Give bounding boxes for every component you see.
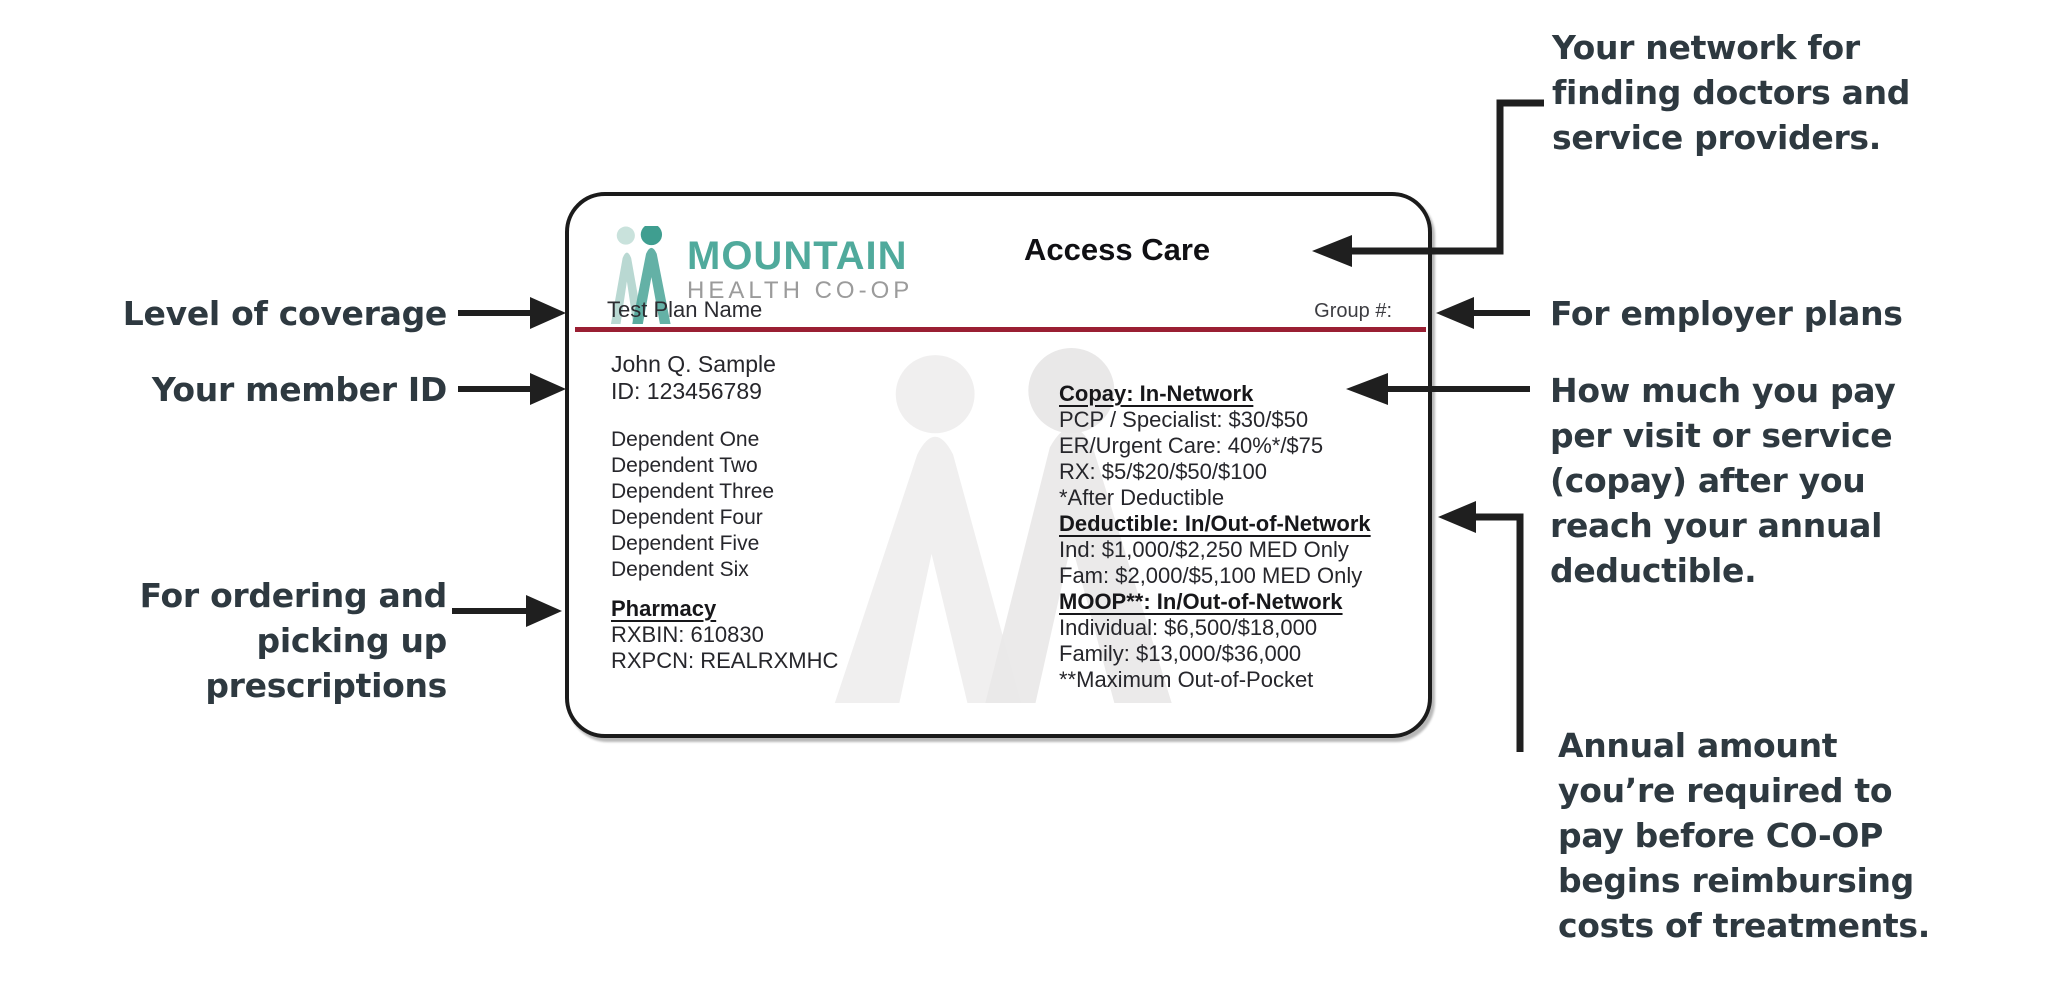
copay-line: *After Deductible (1059, 485, 1225, 510)
arrow-your-member-id (458, 373, 566, 405)
dependent-name: Dependent Four (611, 506, 763, 529)
moop-heading: MOOP**: In/Out-of-Network (1059, 589, 1343, 614)
card-divider-rule (575, 327, 1426, 332)
annotation-line: Your network for (1552, 28, 1860, 67)
deductible-line: Ind: $1,000/$2,250 MED Only (1059, 537, 1349, 562)
annotation-line: finding doctors and (1552, 73, 1911, 112)
copay-line: ER/Urgent Care: 40%*/$75 (1059, 433, 1324, 458)
moop-line: Individual: $6,500/$18,000 (1059, 615, 1318, 640)
annotation-your-member-id: Your member ID (151, 370, 447, 409)
member-name: John Q. Sample (611, 351, 776, 377)
annotation-employer-plans: For employer plans (1550, 294, 1903, 333)
dependent-name: Dependent Two (611, 454, 758, 477)
dependent-name: Dependent One (611, 428, 760, 451)
annotation-line: (copay) after you (1550, 461, 1866, 500)
brand-wordmark: MOUNTAIN HEALTH CO-OP (687, 236, 913, 303)
annotation-copay-note: How much you pay per visit or service (c… (1550, 368, 1896, 593)
annotation-line: per visit or service (1550, 416, 1893, 455)
arrow-deductible-note-to-deductible (1438, 501, 1524, 752)
network-name: Access Care (1024, 232, 1211, 267)
annotation-line: prescriptions (205, 666, 447, 705)
annotation-line: Annual amount (1558, 726, 1838, 765)
arrow-employer-to-group (1436, 297, 1530, 329)
arrow-level-of-coverage (458, 297, 566, 329)
pharmacy-heading: Pharmacy (611, 596, 717, 621)
card-benefits-column: Copay: In-Network PCP / Specialist: $30/… (1059, 381, 1371, 693)
arrow-pharmacy (452, 595, 562, 627)
deductible-line: Fam: $2,000/$5,100 MED Only (1059, 563, 1363, 588)
deductible-heading: Deductible: In/Out-of-Network (1059, 511, 1371, 536)
annotation-level-of-coverage: Level of coverage (122, 294, 448, 333)
annotation-line: service providers. (1552, 118, 1881, 157)
annotation-line: pay before CO-OP (1558, 816, 1884, 855)
copay-line: RX: $5/$20/$50/$100 (1059, 459, 1267, 484)
annotation-line: deductible. (1550, 551, 1757, 590)
moop-line: Family: $13,000/$36,000 (1059, 641, 1302, 666)
watermark-logo-icon (834, 348, 1172, 703)
dependent-name: Dependent Five (611, 532, 760, 555)
dependent-name: Dependent Six (611, 558, 749, 581)
group-number-label: Group #: (1314, 300, 1392, 322)
annotation-line: you’re required to (1558, 771, 1893, 810)
card-member-column: John Q. Sample ID: 123456789 Dependent O… (611, 351, 838, 674)
annotation-deductible-note: Annual amount you’re required to pay bef… (1558, 723, 1930, 948)
pharmacy-rxpcn: RXPCN: REALRXMHC (611, 648, 839, 673)
annotation-line: begins reimbursing (1558, 861, 1914, 900)
annotation-line: costs of treatments. (1558, 906, 1930, 945)
brand-name-primary: MOUNTAIN (687, 234, 908, 278)
pharmacy-rxbin: RXBIN: 610830 (611, 622, 764, 647)
copay-heading: Copay: In-Network (1059, 381, 1254, 406)
annotation-pharmacy-note: For ordering and picking up prescription… (139, 573, 448, 708)
member-id: ID: 123456789 (611, 378, 762, 404)
annotation-line: How much you pay (1550, 371, 1896, 410)
plan-name: Test Plan Name (607, 297, 763, 322)
annotation-line: reach your annual (1550, 506, 1883, 545)
brand-logo-people-icon (610, 226, 671, 324)
moop-line: **Maximum Out-of-Pocket (1059, 667, 1314, 692)
annotation-line: For ordering and (139, 576, 448, 615)
annotation-line: picking up (256, 621, 448, 660)
brand-name-secondary: HEALTH CO-OP (687, 277, 914, 304)
dependent-name: Dependent Three (611, 480, 775, 503)
copay-line: PCP / Specialist: $30/$50 (1059, 407, 1309, 432)
member-id-card: MOUNTAIN HEALTH CO-OP Access Care Test P… (565, 192, 1432, 738)
annotation-network-note: Your network for finding doctors and ser… (1552, 25, 1910, 160)
